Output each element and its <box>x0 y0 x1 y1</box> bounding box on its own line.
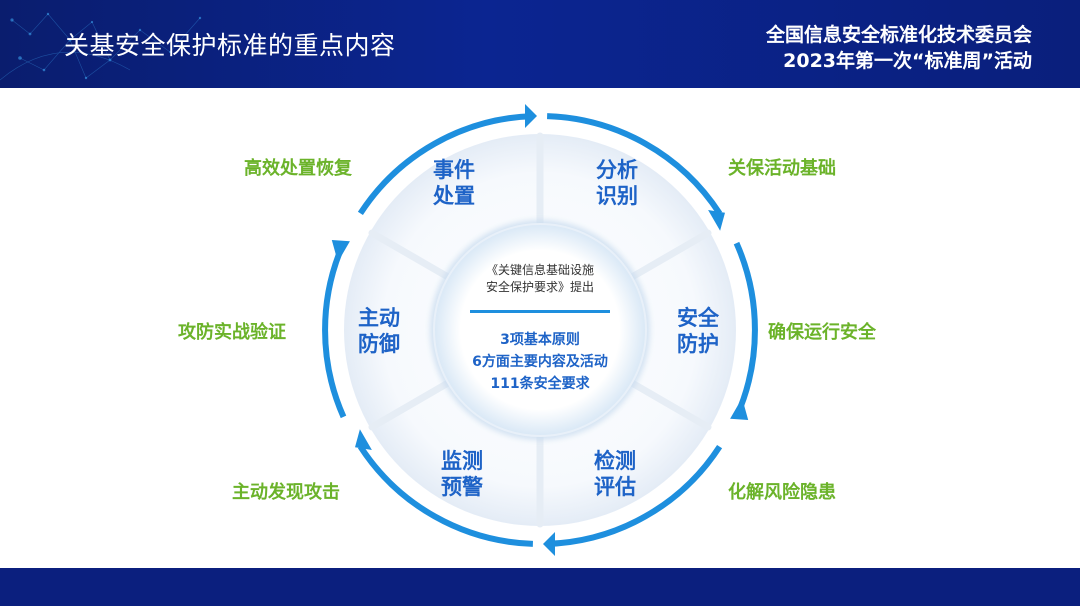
segment-label-line: 监测 <box>441 449 483 473</box>
arrowhead-icon <box>525 104 537 128</box>
event-name: 2023年第一次“标准周”活动 <box>783 50 1032 72</box>
outer-label-operation-security: 确保运行安全 <box>768 322 876 343</box>
segment-analysis-identification: 分析 识别 <box>572 157 662 209</box>
outer-label-foundation: 关保活动基础 <box>728 158 836 179</box>
document-title-line: 安全保护要求》提出 <box>485 280 594 294</box>
header-bar: 关基安全保护标准的重点内容 全国信息安全标准化技术委员会 2023年第一次“标准… <box>0 0 1080 88</box>
footer-bar <box>0 568 1080 606</box>
key-point: 3项基本原则 <box>500 332 580 348</box>
network-decoration-icon <box>0 12 202 81</box>
arrowhead-icon <box>355 429 372 450</box>
organization-name: 全国信息安全标准化技术委员会 <box>765 24 1032 46</box>
arc-ring <box>322 113 758 547</box>
center-circle <box>433 223 647 437</box>
arrowhead-icon <box>331 240 350 262</box>
center-key-points: 3项基本原则 6方面主要内容及活动 111条安全要求 <box>448 329 632 395</box>
center-divider <box>470 310 610 313</box>
organization-info: 全国信息安全标准化技术委员会 2023年第一次“标准周”活动 <box>766 22 1032 74</box>
outer-label-risk-mitigation: 化解风险隐患 <box>728 482 836 503</box>
segment-label-line: 防护 <box>677 332 719 356</box>
page-title: 关基安全保护标准的重点内容 <box>64 31 396 60</box>
outer-label-recovery: 高效处置恢复 <box>244 158 352 179</box>
segment-dividers <box>368 132 712 528</box>
segment-incident-handling: 事件 处置 <box>409 157 499 209</box>
segment-label-line: 安全 <box>677 306 719 330</box>
key-point: 111条安全要求 <box>490 376 590 392</box>
document-title-line: 《关键信息基础设施 <box>485 263 594 277</box>
arc-segment-1 <box>547 113 723 216</box>
arc-segment-6 <box>357 113 533 216</box>
segment-monitoring-warning: 监测 预警 <box>417 448 507 500</box>
arc-segment-3 <box>547 444 723 547</box>
segment-security-protection: 安全 防护 <box>653 305 743 357</box>
key-point: 6方面主要内容及活动 <box>472 354 608 370</box>
arrowhead-icon <box>708 210 725 231</box>
arc-segment-4 <box>357 444 533 547</box>
segment-label-line: 评估 <box>594 475 636 499</box>
outer-label-attack-defense-drill: 攻防实战验证 <box>178 322 286 343</box>
segment-active-defense: 主动 防御 <box>334 305 424 357</box>
segment-label-line: 事件 <box>433 158 475 182</box>
arc-segment-5 <box>322 241 347 419</box>
segment-label-line: 识别 <box>596 184 638 208</box>
arrowhead-icon <box>730 398 749 420</box>
segment-label-line: 防御 <box>358 332 400 356</box>
arc-segment-2 <box>733 241 758 419</box>
segment-testing-evaluation: 检测 评估 <box>570 448 660 500</box>
arc-arrowheads <box>331 104 749 556</box>
arrowhead-icon <box>543 532 555 556</box>
segment-label-line: 主动 <box>358 306 400 330</box>
outer-label-attack-discovery: 主动发现攻击 <box>232 482 340 503</box>
segment-label-line: 处置 <box>433 184 475 208</box>
segment-label-line: 检测 <box>594 449 636 473</box>
center-document-title: 《关键信息基础设施 安全保护要求》提出 <box>448 262 632 296</box>
segment-label-line: 预警 <box>441 475 483 499</box>
segment-label-line: 分析 <box>596 158 638 182</box>
